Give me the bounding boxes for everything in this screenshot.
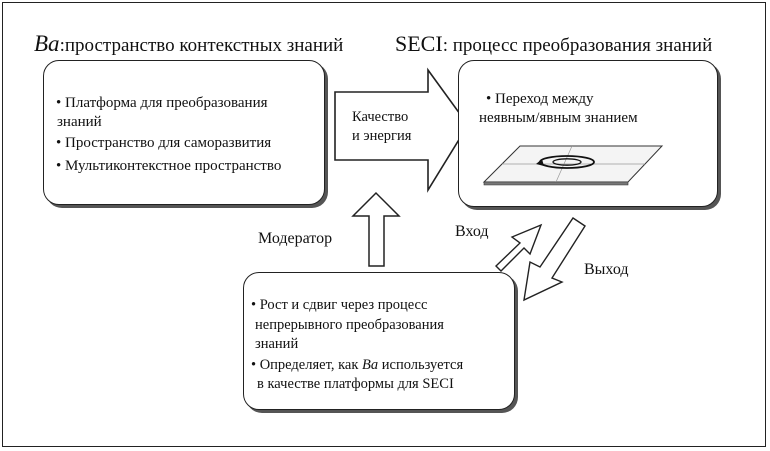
bottom-list: • Рост и сдвиг через процесс непрерывног… [251,296,463,395]
moderator-label: Модератор [258,230,333,247]
bottom-item-part: используется [378,356,464,373]
ba-item: • Мультиконтекстное пространство [56,158,282,174]
bottom-item-part: • Определяет, как [251,356,363,373]
output-arrow [523,217,586,302]
energy-label: и энергия [352,128,412,144]
seci-item: • Переход между [486,91,594,107]
quality-energy-label: Качество и энергия [352,108,411,146]
quality-label: Качество [352,109,409,125]
ba-item: • Платформа для преобразования [56,95,268,111]
spiral-arrowhead [536,159,544,166]
ba-heading-text: :пространство контекстных знаний [59,35,344,56]
seci-heading: SECI: процесс преобразования знаний [395,31,713,56]
output-label: Выход [584,261,629,278]
seci-heading-text: : процесс преобразования знаний [442,35,713,56]
diagram-frame [2,2,766,447]
quality-energy-arrow [334,67,469,193]
moderator-arrow [351,191,401,267]
spiral-inner [552,158,582,166]
bottom-item: в качестве платформы для SECI [257,376,454,392]
seci-heading-acronym: SECI [395,31,443,56]
seci-item: неявным/явным знанием [479,110,638,126]
ba-item: • Пространство для саморазвития [56,135,272,151]
bottom-item-italic: Ba [362,356,379,373]
ba-heading-italic: Ba [34,31,60,56]
input-arrow [494,223,543,272]
knowledge-plane-edge [483,181,629,186]
bottom-item: • Рост и сдвиг через процесс [251,297,428,313]
ba-item: знаний [57,114,102,130]
bottom-item: знаний [255,336,299,352]
input-label: Вход [455,223,489,240]
seci-list: • Переход между неявным/явным знанием [479,90,638,128]
ba-box [43,60,325,205]
ba-list: • Платформа для преобразования знаний • … [56,94,281,176]
ba-heading: Ba:пространство контекстных знаний [34,32,343,55]
plane-gridline [555,145,573,183]
bottom-item: • Определяет, как Ba используется [251,356,463,376]
bottom-item: непрерывного преобразования [255,316,444,333]
bottom-box [243,272,515,410]
